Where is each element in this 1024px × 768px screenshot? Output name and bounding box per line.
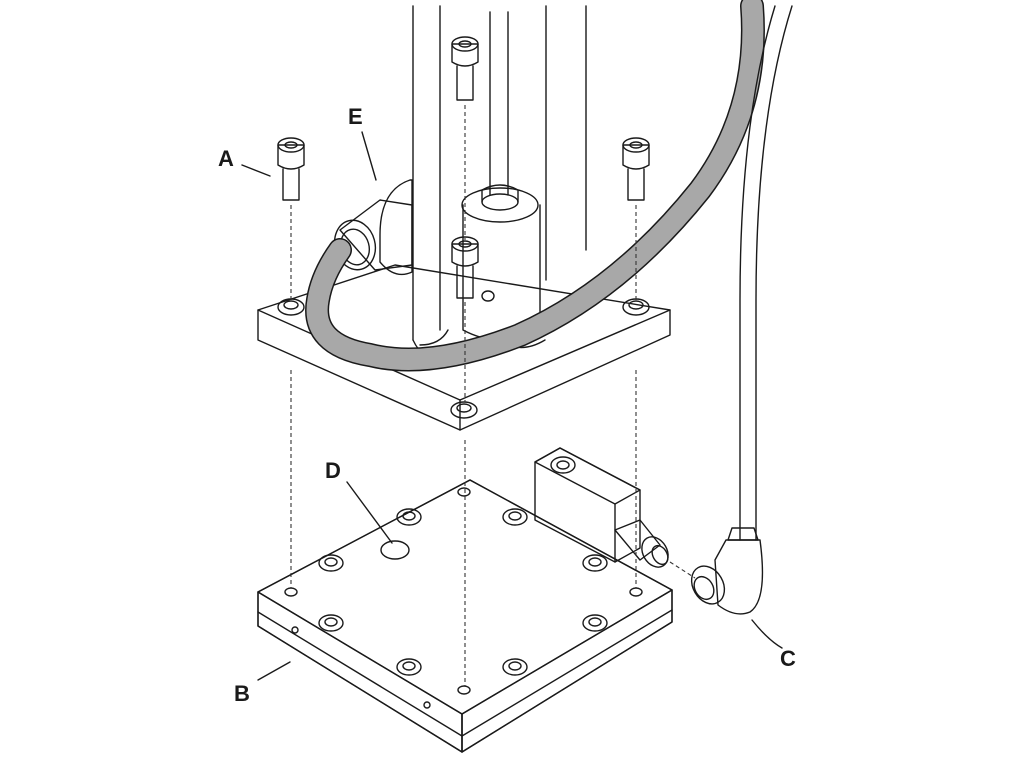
- alignment-lines: [290, 105, 637, 686]
- callout-C: C: [780, 646, 796, 671]
- connector-alignment-line: [669, 561, 696, 579]
- pneumatic-hose: [305, 0, 765, 372]
- leader-lines: [241, 131, 783, 681]
- screw-center: [451, 236, 479, 299]
- callout-D: D: [325, 458, 341, 483]
- screw-A: [277, 137, 305, 201]
- base-plate: [257, 479, 673, 753]
- base-screws: [318, 508, 608, 676]
- piston: [461, 184, 541, 341]
- callout-A: A: [218, 146, 234, 171]
- screw-right: [622, 137, 650, 201]
- callout-E: E: [348, 104, 363, 129]
- sensor-cable: [739, 5, 793, 541]
- proximity-sensor: [534, 447, 669, 568]
- screw-top-center: [451, 36, 479, 101]
- callout-B: B: [234, 681, 250, 706]
- guide-column: [412, 5, 587, 346]
- cable-connector: [690, 527, 764, 615]
